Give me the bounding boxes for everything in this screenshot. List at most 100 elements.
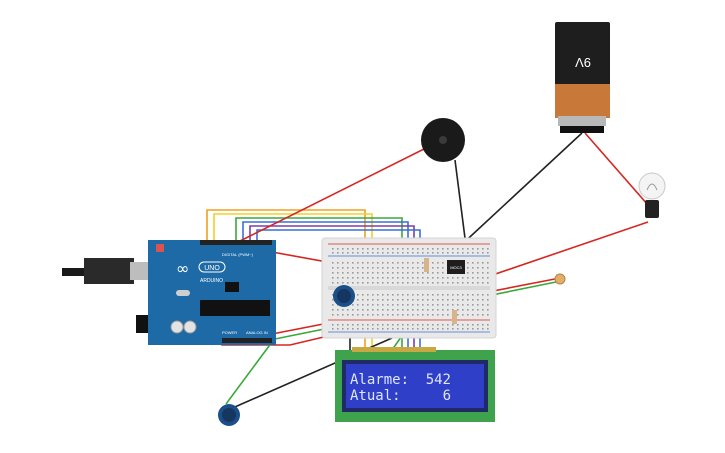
breadboard-hole: [422, 282, 424, 284]
breadboard-hole: [332, 309, 334, 311]
breadboard-hole: [387, 328, 389, 330]
breadboard-hole: [337, 282, 339, 284]
breadboard-hole: [487, 304, 489, 306]
breadboard-hole: [477, 267, 479, 269]
breadboard-hole: [372, 248, 374, 250]
breadboard-hole: [347, 248, 349, 250]
breadboard-hole: [377, 282, 379, 284]
breadboard-hole: [387, 252, 389, 254]
breadboard-hole: [482, 267, 484, 269]
breadboard-hole: [487, 309, 489, 311]
breadboard-hole: [367, 324, 369, 326]
breadboard-hole: [382, 252, 384, 254]
breadboard-hole: [382, 328, 384, 330]
lcd-module[interactable]: Alarme: 542 Atual: 6: [335, 347, 495, 422]
usb-cable: [62, 268, 84, 276]
battery-connector: [560, 126, 604, 133]
breadboard-hole: [407, 252, 409, 254]
breadboard-hole: [332, 282, 334, 284]
lcd-row1-value: 542: [426, 372, 451, 388]
breadboard-hole: [467, 267, 469, 269]
arduino-uno[interactable]: ∞ UNO ARDUINO DIGITAL (PWM~) POWER ANALO…: [62, 240, 276, 345]
breadboard-hole: [417, 248, 419, 250]
breadboard[interactable]: MOC3: [321, 237, 497, 339]
breadboard-hole: [437, 252, 439, 254]
reset-button[interactable]: [156, 244, 164, 252]
breadboard-hole: [482, 314, 484, 316]
breadboard-hole: [382, 324, 384, 326]
potentiometer-breadboard[interactable]: [333, 285, 355, 307]
breadboard-hole: [422, 309, 424, 311]
breadboard-hole: [352, 282, 354, 284]
breadboard-hole: [482, 328, 484, 330]
breadboard-hole: [487, 277, 489, 279]
small-chip: [225, 282, 239, 292]
breadboard-hole: [407, 304, 409, 306]
bulb-filament: [646, 183, 658, 191]
breadboard-hole: [357, 272, 359, 274]
breadboard-hole: [472, 328, 474, 330]
breadboard-hole: [392, 324, 394, 326]
breadboard-hole: [402, 272, 404, 274]
breadboard-hole: [422, 294, 424, 296]
potentiometer-contrast[interactable]: [218, 404, 240, 426]
wire-green-pot[interactable]: [225, 341, 273, 405]
bulb-socket: [645, 200, 659, 218]
breadboard-hole: [337, 267, 339, 269]
breadboard-hole: [432, 309, 434, 311]
breadboard-hole: [462, 314, 464, 316]
wire-black-battery[interactable]: [457, 132, 583, 249]
breadboard-hole: [407, 277, 409, 279]
breadboard-hole: [377, 309, 379, 311]
breadboard-hole: [332, 277, 334, 279]
breadboard-hole: [407, 299, 409, 301]
breadboard-hole: [417, 282, 419, 284]
capacitor-2: [183, 320, 197, 334]
breadboard-hole: [402, 282, 404, 284]
breadboard-hole: [367, 299, 369, 301]
wire-red-relay[interactable]: [235, 136, 449, 244]
optocoupler-ic[interactable]: [447, 260, 465, 274]
piezo-buzzer[interactable]: [421, 118, 465, 162]
breadboard-hole: [467, 309, 469, 311]
breadboard-hole: [407, 309, 409, 311]
breadboard-hole: [372, 314, 374, 316]
breadboard-hole: [442, 248, 444, 250]
pot-knob: [337, 289, 351, 303]
battery-9v[interactable]: 9V: [555, 22, 610, 133]
wire-red-battery-lamp[interactable]: [584, 132, 649, 206]
breadboard-hole: [412, 277, 414, 279]
breadboard-hole: [352, 272, 354, 274]
breadboard-hole: [337, 262, 339, 264]
breadboard-hole: [467, 304, 469, 306]
breadboard-hole: [417, 328, 419, 330]
breadboard-hole: [457, 324, 459, 326]
breadboard-hole: [357, 267, 359, 269]
breadboard-hole: [397, 262, 399, 264]
resistor-1[interactable]: [424, 258, 429, 272]
breadboard-hole: [397, 248, 399, 250]
breadboard-hole: [372, 294, 374, 296]
wire-black-buzzer[interactable]: [454, 159, 467, 247]
breadboard-hole: [352, 309, 354, 311]
lcd-screen: [346, 364, 484, 408]
breadboard-hole: [457, 328, 459, 330]
breadboard-hole: [342, 272, 344, 274]
breadboard-hole: [462, 299, 464, 301]
breadboard-hole: [402, 262, 404, 264]
breadboard-hole: [397, 267, 399, 269]
breadboard-hole: [477, 324, 479, 326]
breadboard-hole: [372, 328, 374, 330]
breadboard-hole: [402, 314, 404, 316]
light-bulb[interactable]: [638, 172, 666, 218]
resistor-2[interactable]: [452, 310, 457, 324]
breadboard-hole: [442, 262, 444, 264]
breadboard-hole: [412, 314, 414, 316]
breadboard-hole: [427, 294, 429, 296]
breadboard-hole: [467, 282, 469, 284]
breadboard-hole: [437, 262, 439, 264]
photoresistor[interactable]: [554, 273, 566, 285]
wire-red-lamp-board[interactable]: [471, 221, 649, 283]
breadboard-hole: [457, 277, 459, 279]
breadboard-hole: [397, 314, 399, 316]
